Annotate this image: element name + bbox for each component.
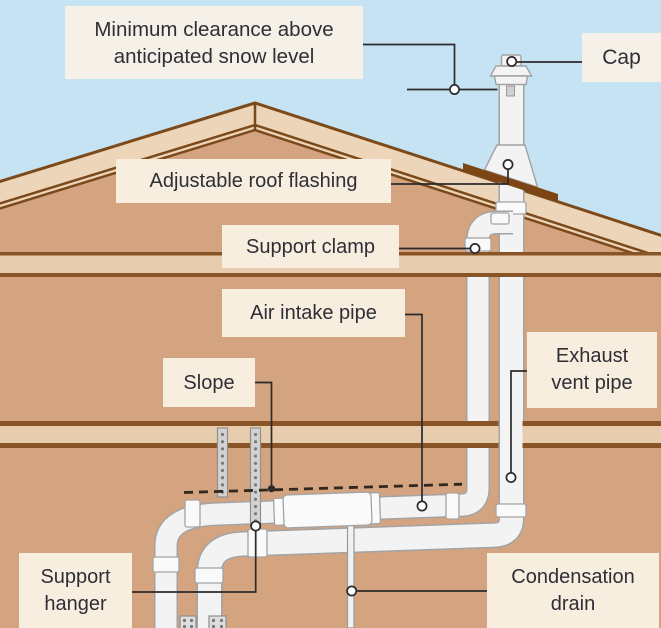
label-support-clamp: Support clamp — [222, 225, 399, 268]
marker-support-hanger — [250, 520, 262, 532]
label-exhaust-vent: Exhaust vent pipe — [527, 332, 657, 408]
intake-top-elbow — [464, 210, 513, 254]
marker-slope — [267, 485, 276, 493]
marker-min-clearance — [449, 84, 460, 95]
leader-slope — [255, 381, 273, 486]
label-air-intake: Air intake pipe — [222, 289, 405, 337]
label-min-clearance: Minimum clearance above anticipated snow… — [65, 6, 363, 79]
roof — [0, 101, 661, 264]
leader-support-hanger — [132, 530, 257, 593]
floor-band — [0, 421, 661, 448]
floor-brackets — [179, 615, 227, 628]
strap-holes — [220, 432, 258, 523]
leader-roof-flashing — [391, 169, 509, 185]
support-hanger-straps — [216, 427, 262, 527]
marker-cap — [506, 56, 518, 67]
marker-condensation-drain — [346, 585, 358, 597]
cap-slot — [506, 85, 515, 97]
exhaust-vent-pipe — [194, 68, 527, 628]
cap-band — [493, 75, 529, 86]
exhaust-coupling — [247, 528, 268, 558]
marker-roof-flashing — [502, 159, 514, 170]
air-intake-pipe — [152, 249, 490, 628]
marker-support-clamp — [469, 243, 481, 254]
label-min-clearance-line2: anticipated snow level — [113, 44, 315, 68]
marker-air-intake — [416, 500, 428, 512]
condensation-drain-pipe — [346, 523, 355, 628]
leader-air-intake — [405, 313, 423, 502]
roof-flashing-strip — [463, 163, 558, 202]
marker-exhaust-vent — [505, 472, 517, 483]
slope-dashed-line — [183, 482, 463, 494]
exhaust-coupling — [194, 567, 224, 584]
leader-lines — [132, 43, 582, 597]
label-condensation-drain: Condensation drain — [487, 553, 659, 628]
leader-exhaust-vent — [510, 370, 527, 473]
exhaust-coupling — [495, 503, 527, 518]
intake-coupling — [184, 499, 201, 528]
label-slope: Slope — [163, 358, 255, 407]
label-min-clearance-line1: Minimum clearance above — [94, 17, 334, 41]
intake-muffler — [272, 491, 382, 529]
cap-hood — [489, 65, 533, 77]
intake-coupling — [152, 556, 180, 573]
label-cap: Cap — [582, 33, 661, 82]
label-roof-flashing: Adjustable roof flashing — [116, 159, 391, 203]
leader-min-clearance — [362, 43, 456, 85]
label-support-hanger: Support hanger — [19, 553, 132, 628]
intake-coupling — [445, 492, 460, 520]
